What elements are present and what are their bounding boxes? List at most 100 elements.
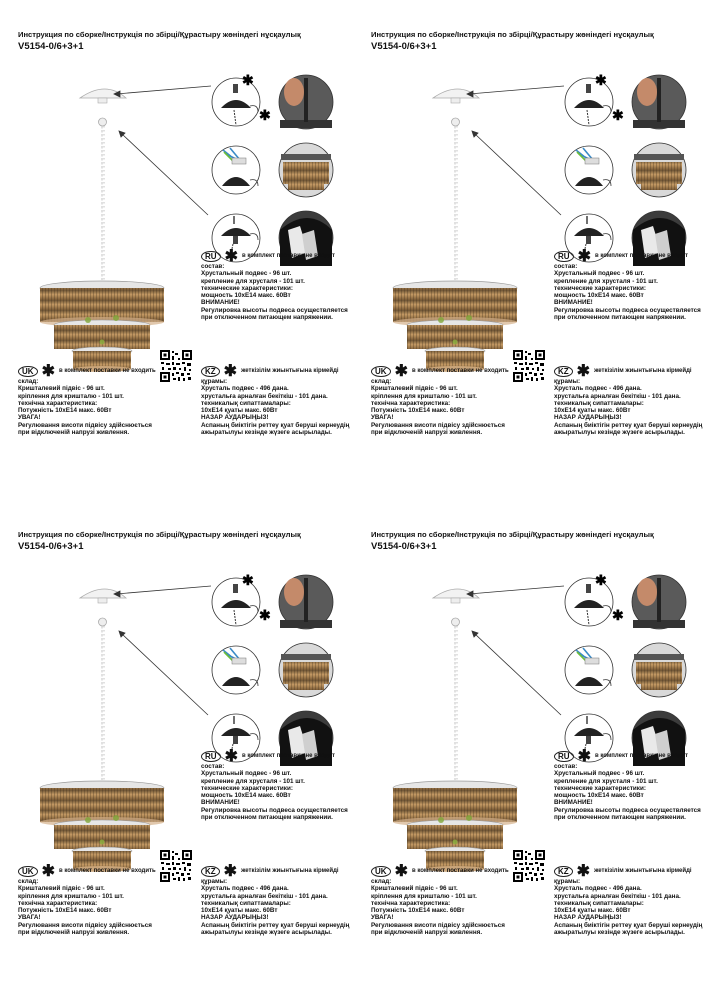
star-mark: ✱ — [577, 247, 591, 265]
uk-line: Кришталевий підвіс - 96 шт. — [371, 385, 458, 393]
uk-line: технічна характеристика: — [18, 399, 98, 407]
uk-line: при відключеній напрузі живлення. — [371, 929, 483, 937]
kz-badge: KZ — [554, 366, 573, 377]
kz-badge: KZ — [201, 366, 220, 377]
star-mark: ✱ — [576, 362, 591, 380]
ru-line: при отключенном питающем напряжении. — [554, 814, 686, 822]
photo-crystal-drops — [631, 210, 687, 266]
uk-line: технічна характеристика: — [371, 899, 451, 907]
star-mark: ✱ — [242, 572, 254, 588]
instruction-title: Инструкция по сборке/Інструкція по збірц… — [18, 30, 301, 39]
kz-line: 10хЕ14 қуаты макс. 60Вт — [201, 407, 278, 415]
assembly-illustration: ✱ ✱ — [392, 72, 687, 382]
uk-badge: UK — [18, 866, 38, 877]
uk-line: Регулювання висоти підвісу здійснюється — [371, 921, 505, 929]
photo-crystal-tiers — [631, 142, 687, 198]
kz-line: Хрусталь подвес - 496 дана. — [554, 385, 642, 393]
step-hook-detail — [211, 213, 261, 263]
uk-block: UK ✱ в комплект поставки не входить скла… — [371, 363, 509, 436]
ru-line: состав: — [201, 763, 225, 770]
photo-crystal-tiers — [278, 142, 334, 198]
instruction-panel-bottom-left: Инструкция по сборке/Інструкція по збірц… — [18, 530, 358, 1005]
step-wiring-detail — [564, 645, 614, 695]
instruction-title: Инструкция по сборке/Інструкція по збірц… — [18, 530, 301, 539]
ru-badge: RU — [554, 251, 574, 262]
ru-block: RU ✱ в комплект поставки не входит соста… — [201, 248, 348, 321]
step-canopy-detail — [564, 77, 614, 127]
photo-hand-ceiling — [278, 574, 334, 630]
kz-line: техникалық сипаттамалары: — [554, 899, 644, 907]
star-mark: ✱ — [259, 107, 271, 123]
ru-line: Хрустальный подвес - 96 шт. — [201, 270, 292, 278]
ru-line: мощность 10хЕ14 макс. 60Вт — [201, 792, 291, 800]
chandelier — [39, 280, 165, 372]
model-number: V5154-0/6+3+1 — [18, 541, 84, 552]
kz-line: ажыратылуы кезінде жүзеге асырылады. — [201, 929, 332, 937]
kz-line: Хрусталь подвес - 496 дана. — [554, 885, 642, 893]
uk-line: УВАГА! — [18, 414, 41, 422]
uk-line: УВАГА! — [371, 414, 394, 422]
kz-line: хрустальға арналған бекіткіш - 101 дана. — [201, 392, 328, 400]
uk-block: UK ✱ в комплект поставки не входить скла… — [18, 363, 156, 437]
uk-line: при відключеній напрузі живлення. — [18, 929, 130, 937]
ru-line: мощность 10хЕ14 макс. 60Вт — [554, 792, 644, 800]
chandelier — [392, 780, 518, 872]
uk-line: кріплення для кришталю - 101 шт. — [371, 392, 477, 400]
ru-note: в комплект поставки не входит — [241, 252, 335, 259]
uk-badge: UK — [371, 366, 391, 377]
star-mark: ✱ — [577, 747, 591, 765]
uk-line: Потужність 10хЕ14 макс. 60Вт — [18, 907, 112, 915]
uk-line: Кришталевий підвіс - 96 шт. — [371, 885, 458, 893]
kz-line: НАЗАР АУДАРЫҢЫЗ! — [201, 414, 269, 422]
photo-crystal-drops — [278, 710, 334, 766]
kz-badge: KZ — [554, 866, 573, 877]
uk-line: склад: — [371, 378, 392, 385]
ru-line: крепление для хрусталя - 101 шт. — [201, 777, 305, 785]
uk-block: UK ✱ в комплект поставки не входить скла… — [18, 863, 156, 937]
photo-hand-ceiling — [278, 74, 334, 130]
uk-note: в комплект поставки не входить — [58, 367, 156, 374]
instruction-title: Инструкция по сборке/Інструкція по збірц… — [371, 530, 654, 539]
photo-hand-ceiling — [631, 74, 687, 130]
canopy — [431, 88, 481, 127]
assembly-illustration: ✱ ✱ — [39, 572, 334, 882]
kz-line: құрамы: — [201, 878, 228, 885]
canopy — [431, 588, 481, 627]
uk-line: при відключеній напрузі живлення. — [18, 429, 130, 437]
kz-note: жеткізілім жиынтығына кірмейді — [594, 367, 692, 374]
ru-line: Хрустальный подвес - 96 шт. — [201, 770, 292, 778]
ru-line: состав: — [554, 263, 578, 270]
ru-line: технические характеристики: — [201, 784, 293, 792]
ru-block: RU ✱ в комплект поставки не входит соста… — [554, 747, 701, 822]
uk-line: кріплення для кришталю - 101 шт. — [371, 892, 477, 900]
kz-line: техникалық сипаттамалары: — [554, 399, 644, 407]
star-mark: ✱ — [224, 747, 238, 765]
uk-line: Кришталевий підвіс - 96 шт. — [18, 385, 105, 393]
ru-line: крепление для хрусталя - 101 шт. — [554, 777, 658, 785]
kz-block: KZ ✱ жеткізілім жиынтығына кірмейді құра… — [554, 362, 702, 436]
chandelier — [392, 280, 518, 372]
kz-line: Аспаның биіктігін реттеу қуат беруші кер… — [554, 921, 703, 929]
kz-line: Аспаның биіктігін реттеу қуат беруші кер… — [201, 921, 350, 929]
model-number: V5154-0/6+3+1 — [18, 41, 84, 52]
kz-line: құрамы: — [201, 378, 228, 385]
uk-line: УВАГА! — [18, 914, 41, 922]
ru-block: RU ✱ в комплект поставки не входит соста… — [201, 747, 348, 821]
instruction-panel-top-left: Инструкция по сборке/Інструкція по збірц… — [18, 30, 358, 505]
qr-code — [513, 350, 545, 382]
star-mark: ✱ — [576, 862, 591, 880]
ru-line: Регулировка высоты подвеса осуществляетс… — [554, 306, 701, 314]
ru-line: Хрустальный подвес - 96 шт. — [554, 270, 645, 278]
kz-line: хрустальға арналған бекіткіш - 101 дана. — [201, 892, 328, 900]
kz-line: НАЗАР АУДАРЫҢЫЗ! — [554, 414, 622, 422]
ru-line: мощность 10хЕ14 макс. 60Вт — [554, 292, 644, 300]
star-mark: ✱ — [223, 362, 238, 380]
star-mark: ✱ — [259, 607, 271, 623]
chandelier — [39, 780, 165, 872]
kz-note: жеткізілім жиынтығына кірмейді — [241, 867, 339, 874]
kz-line: хрустальға арналған бекіткіш - 101 дана. — [554, 892, 681, 900]
ru-badge: RU — [201, 251, 221, 262]
kz-line: 10хЕ14 қуаты макс. 60Вт — [554, 907, 631, 915]
kz-line: құрамы: — [554, 878, 581, 885]
kz-block: KZ ✱ жеткізілім жиынтығына кірмейді құра… — [201, 362, 349, 436]
